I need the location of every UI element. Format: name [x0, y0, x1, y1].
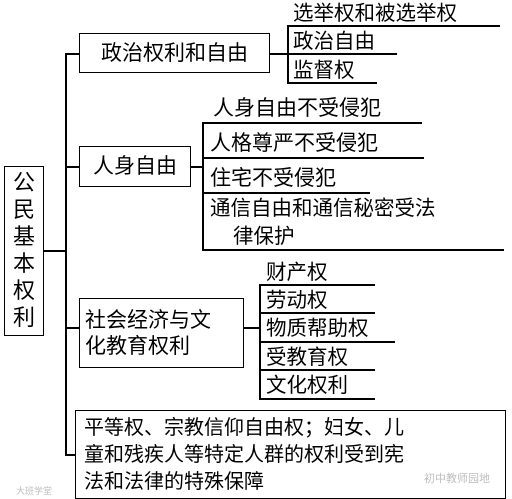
watermark-right: 初中教师园地 — [424, 472, 490, 485]
personal-item-underline — [202, 249, 504, 251]
equality-line2: 童和残疾人等特定人群的权利受到宪 — [84, 442, 404, 466]
social-node: 社会经济与文 化教育权利 — [79, 298, 244, 368]
political-item: 政治自由 — [293, 29, 375, 53]
personal-bracket-stub — [191, 166, 203, 168]
social-item: 劳动权 — [266, 288, 328, 312]
social-item: 文化权利 — [266, 373, 348, 397]
personal-item: 人格尊严不受侵犯 — [210, 131, 378, 155]
personal-label: 人身自由 — [93, 154, 177, 178]
root-connector — [44, 250, 66, 252]
branch-connector-equality — [65, 454, 75, 456]
personal-item: 人身自由不受侵犯 — [213, 96, 381, 120]
personal-item-comm-line2: 律保护 — [233, 224, 295, 248]
equality-line1: 平等权、宗教信仰自由权；妇女、儿 — [84, 415, 404, 439]
equality-line3: 法和法律的特殊保障 — [84, 469, 264, 493]
social-label-line2: 化教育权利 — [85, 333, 190, 358]
social-item-underline — [259, 341, 395, 343]
branch-connector-personal — [65, 166, 79, 168]
political-node: 政治权利和自由 — [79, 33, 270, 73]
branch-connector-social — [65, 327, 79, 329]
social-item-underline — [259, 369, 375, 371]
social-item: 受教育权 — [266, 345, 348, 369]
root-label: 公民基本权利 — [12, 171, 35, 331]
personal-item-comm-line1: 通信自由和通信秘密受法 — [210, 196, 436, 220]
social-label-line1: 社会经济与文 — [85, 307, 211, 332]
personal-node: 人身自由 — [79, 146, 191, 187]
social-item-underline — [259, 284, 375, 286]
social-item-underline — [259, 398, 375, 400]
branch-connector-political — [65, 53, 79, 55]
political-item-underline — [287, 25, 500, 27]
personal-bracket — [202, 122, 204, 250]
political-item: 选举权和被选举权 — [293, 1, 457, 25]
social-item: 财产权 — [266, 260, 328, 284]
personal-item-underline — [202, 192, 370, 194]
social-bracket-stub — [244, 327, 260, 329]
personal-item-underline — [202, 122, 422, 124]
root-node: 公民基本权利 — [4, 166, 44, 336]
main-trunk — [65, 53, 67, 454]
personal-item: 住宅不受侵犯 — [210, 166, 336, 190]
political-label: 政治权利和自由 — [101, 40, 248, 65]
political-item-underline — [287, 53, 397, 55]
personal-item-underline — [202, 157, 424, 159]
social-item-underline — [259, 312, 375, 314]
equality-node: 平等权、宗教信仰自由权；妇女、儿 童和残疾人等特定人群的权利受到宪 法和法律的特… — [75, 410, 506, 499]
political-bracket-stub — [269, 53, 288, 55]
political-item: 监督权 — [293, 58, 355, 82]
political-item-underline — [287, 82, 377, 84]
social-item: 物质帮助权 — [266, 316, 369, 340]
watermark-left: 大班学堂 — [16, 487, 53, 497]
